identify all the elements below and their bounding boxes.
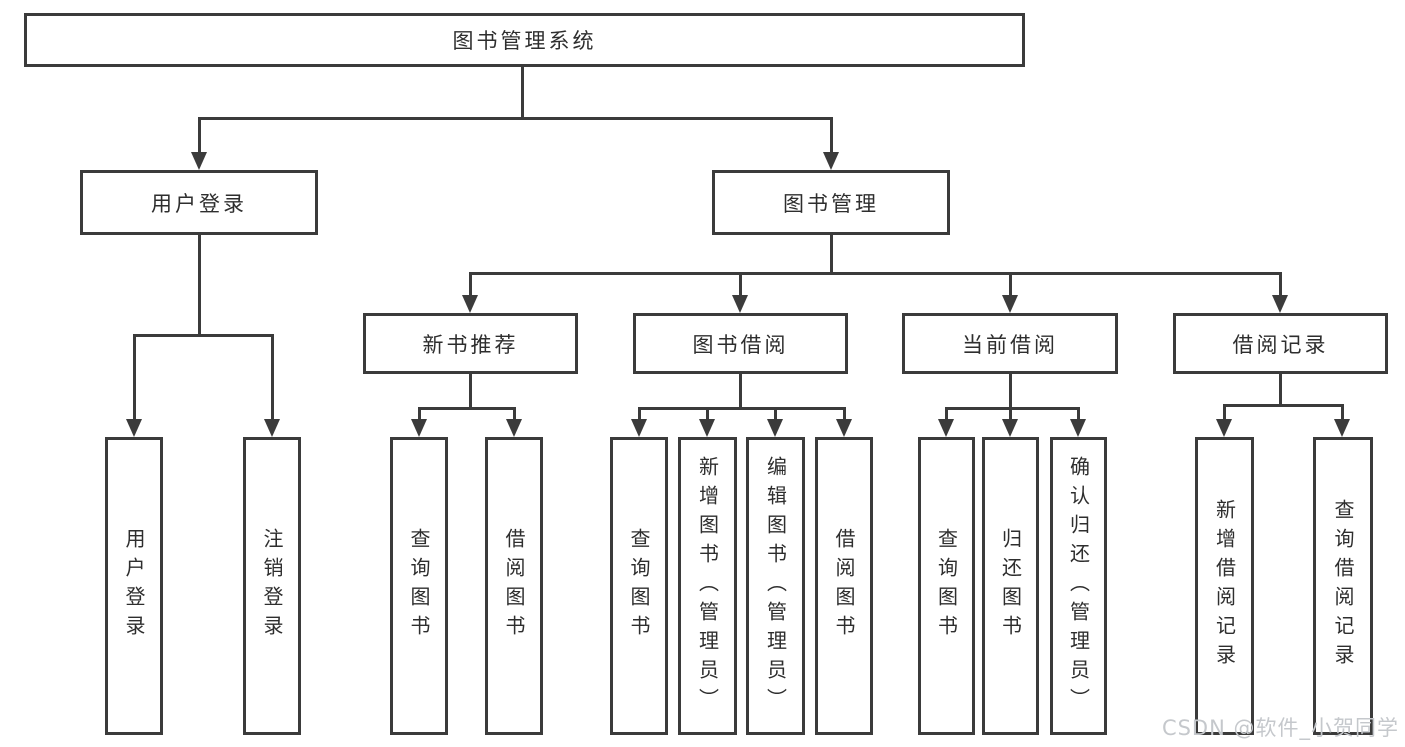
leaf-query-book-newrec: 查询图书 — [390, 437, 448, 735]
arrowhead-down-icon — [1070, 419, 1086, 437]
csdn-watermark: CSDN @软件_小贺同学 — [1161, 716, 1399, 740]
node-root: 图书管理系统 — [24, 13, 1025, 67]
connector-line — [513, 407, 516, 423]
leaf-query-borrow-record: 查询借阅记录 — [1313, 437, 1373, 735]
connector-line — [1009, 407, 1012, 423]
connector-line — [133, 334, 274, 337]
connector-line — [1223, 404, 1344, 407]
connector-line — [469, 272, 1282, 275]
node-root-label: 图书管理系统 — [452, 29, 597, 53]
arrowhead-down-icon — [1272, 295, 1288, 313]
connector-line — [133, 334, 136, 421]
leaf-query-book-current: 查询图书 — [918, 437, 975, 735]
node-current-borrow-label: 当前借阅 — [962, 332, 1058, 357]
connector-line — [1077, 407, 1080, 423]
connector-line — [843, 407, 846, 423]
arrowhead-down-icon — [938, 419, 954, 437]
connector-line — [830, 117, 833, 154]
arrowhead-down-icon — [823, 152, 839, 170]
arrowhead-down-icon — [462, 295, 478, 313]
leaf-return-book: 归还图书 — [982, 437, 1039, 735]
leaf-edit-book-admin: 编辑图书（管理员） — [746, 437, 805, 735]
node-new-book-rec: 新书推荐 — [363, 313, 578, 374]
arrowhead-down-icon — [411, 419, 427, 437]
connector-line — [739, 374, 742, 409]
connector-line — [945, 407, 1079, 410]
arrowhead-down-icon — [767, 419, 783, 437]
connector-line — [830, 235, 833, 274]
node-book-borrow-label: 图书借阅 — [692, 332, 789, 357]
node-borrow-record-label: 借阅记录 — [1232, 332, 1329, 357]
connector-line — [1279, 272, 1282, 297]
arrowhead-down-icon — [1002, 419, 1018, 437]
arrowhead-down-icon — [1002, 295, 1018, 313]
leaf-add-book-admin: 新增图书（管理员） — [678, 437, 737, 735]
connector-line — [1009, 374, 1012, 409]
connector-line — [638, 407, 641, 423]
leaf-add-borrow-record: 新增借阅记录 — [1195, 437, 1254, 735]
node-book-borrow: 图书借阅 — [633, 313, 848, 374]
connector-line — [1223, 404, 1226, 423]
arrowhead-down-icon — [836, 419, 852, 437]
node-current-borrow: 当前借阅 — [902, 313, 1118, 374]
leaf-logout: 注销登录 — [243, 437, 301, 735]
arrowhead-down-icon — [264, 419, 280, 437]
connector-line — [739, 272, 742, 297]
arrowhead-down-icon — [506, 419, 522, 437]
arrowhead-down-icon — [126, 419, 142, 437]
connector-line — [198, 117, 832, 120]
node-new-book-rec-label: 新书推荐 — [422, 332, 519, 357]
connector-line — [1009, 272, 1012, 297]
connector-line — [945, 407, 948, 423]
arrowhead-down-icon — [1216, 419, 1232, 437]
connector-line — [774, 407, 777, 423]
arrowhead-down-icon — [1334, 419, 1350, 437]
arrowhead-down-icon — [631, 419, 647, 437]
arrowhead-down-icon — [699, 419, 715, 437]
connector-line — [469, 374, 472, 409]
node-borrow-record: 借阅记录 — [1173, 313, 1388, 374]
connector-line — [198, 235, 201, 336]
node-user-login: 用户登录 — [80, 170, 318, 235]
node-book-mgmt-label: 图书管理 — [783, 191, 879, 216]
connector-line — [469, 272, 472, 297]
node-book-mgmt: 图书管理 — [712, 170, 950, 235]
connector-line — [521, 67, 524, 119]
node-user-login-label: 用户登录 — [151, 191, 247, 216]
connector-line — [1341, 404, 1344, 423]
leaf-borrow-book-newrec: 借阅图书 — [485, 437, 543, 735]
connector-line — [706, 407, 709, 423]
connector-line — [271, 334, 274, 421]
arrowhead-down-icon — [191, 152, 207, 170]
leaf-confirm-return-admin: 确认归还（管理员） — [1050, 437, 1107, 735]
connector-line — [418, 407, 516, 410]
arrowhead-down-icon — [732, 295, 748, 313]
leaf-query-book-borrow: 查询图书 — [610, 437, 668, 735]
connector-line — [198, 117, 201, 154]
connector-line — [418, 407, 421, 423]
connector-line — [638, 407, 845, 410]
leaf-user-login: 用户登录 — [105, 437, 163, 735]
connector-line — [1279, 374, 1282, 406]
leaf-borrow-book-borrow: 借阅图书 — [815, 437, 873, 735]
